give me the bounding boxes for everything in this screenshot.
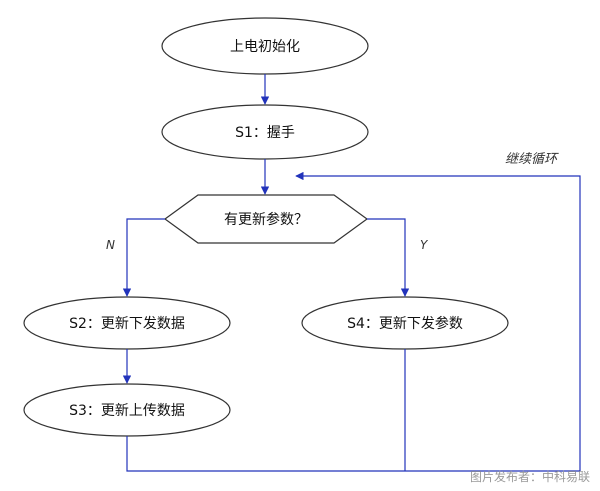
node-s2: S2：更新下发数据 xyxy=(23,296,231,350)
edge-loop-back xyxy=(295,171,581,471)
node-s3: S3：更新上传数据 xyxy=(23,383,231,437)
node-s4: S4：更新下发参数 xyxy=(301,296,509,350)
node-s1-handshake: S1：握手 xyxy=(161,104,369,160)
edge-s3-to-merge xyxy=(126,436,580,472)
label-no: N xyxy=(106,238,115,252)
node-decision-label: 有更新参数？ xyxy=(224,211,308,228)
node-start-label: 上电初始化 xyxy=(230,38,300,55)
node-s3-label: S3：更新上传数据 xyxy=(69,403,185,419)
node-s2-label: S2：更新下发数据 xyxy=(69,316,185,332)
edge-decision-yes xyxy=(367,218,410,297)
node-start: 上电初始化 xyxy=(161,17,369,75)
edge-decision-no xyxy=(122,218,165,297)
node-s1-label: S1：握手 xyxy=(235,125,295,141)
label-continue-loop: 继续循环 xyxy=(505,152,559,167)
publisher-watermark: 图片发布者：中科易联 xyxy=(470,469,590,484)
node-decision: 有更新参数？ xyxy=(163,194,369,244)
label-yes: Y xyxy=(420,238,429,252)
node-s4-label: S4：更新下发参数 xyxy=(347,315,463,332)
